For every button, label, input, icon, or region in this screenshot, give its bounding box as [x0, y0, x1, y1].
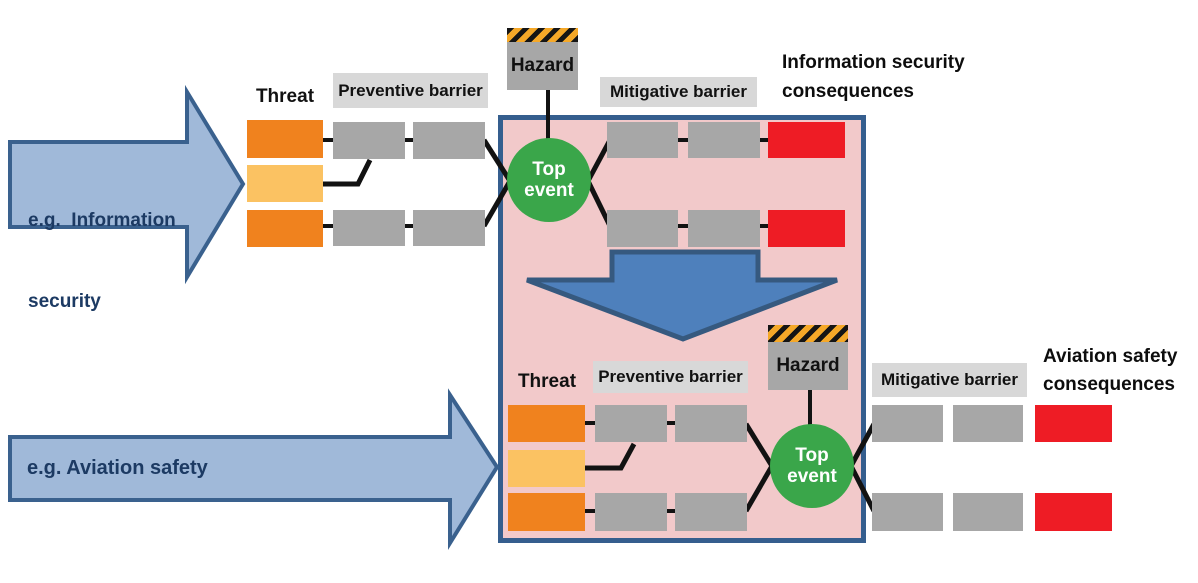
threat-box: [508, 405, 585, 442]
threat-box: [247, 210, 323, 247]
threat-box: [247, 120, 323, 158]
preventive-barrier-box: [595, 405, 667, 442]
threat-box: [508, 493, 585, 531]
threat-box: [508, 450, 585, 487]
mitigative-barrier-label: Mitigative barrier: [872, 363, 1027, 397]
mitigative-barrier-box: [953, 493, 1023, 531]
right-arrow-icon: [8, 84, 246, 285]
preventive-barrier-box: [595, 493, 667, 531]
mitigative-barrier-box: [688, 122, 760, 158]
diagonal-line: [743, 464, 775, 513]
top-event-line1: Top: [532, 159, 566, 180]
consequences-title: Information security consequences: [782, 48, 1012, 106]
consequence-box: [1035, 405, 1112, 442]
diagonal-line: [481, 138, 513, 183]
preventive-barrier-label: Preventive barrier: [593, 361, 748, 393]
hazard-box: Hazard: [507, 42, 578, 90]
hazard-box: Hazard: [768, 342, 848, 390]
mitigative-barrier-box: [953, 405, 1023, 442]
info-arrow-label: e.g. Information security: [28, 153, 176, 369]
consequences-title: Aviation safety consequences: [1043, 343, 1198, 399]
diagonal-line: [585, 179, 613, 228]
mitigative-barrier-box: [872, 405, 943, 442]
diagonal-line: [481, 179, 513, 228]
preventive-barrier-box: [333, 122, 405, 159]
consequences-title-line2: consequences: [1043, 374, 1175, 395]
mitigative-barrier-box: [607, 210, 678, 247]
top-event-circle: Top event: [770, 424, 854, 508]
consequence-box: [1035, 493, 1112, 531]
consequence-box: [768, 122, 845, 158]
diagonal-line: [848, 422, 877, 468]
hazard-tape-icon: [507, 28, 578, 42]
consequences-title-line1: Aviation safety: [1043, 346, 1178, 367]
top-event-circle: Top event: [507, 138, 591, 222]
consequences-title-line2: consequences: [782, 81, 914, 102]
preventive-barrier-box: [333, 210, 405, 246]
consequence-box: [768, 210, 845, 247]
hazard-tape-icon: [768, 325, 848, 342]
mitigative-barrier-box: [607, 122, 678, 158]
diagonal-line: [848, 464, 877, 513]
right-arrow-icon: [8, 388, 500, 551]
diagonal-line: [743, 422, 775, 468]
top-event-line1: Top: [795, 445, 829, 466]
threat-merge-line: [584, 442, 637, 471]
threat-box: [247, 165, 323, 202]
mitigative-barrier-box: [688, 210, 760, 247]
preventive-barrier-label: Preventive barrier: [333, 73, 488, 108]
diagonal-line: [585, 138, 613, 183]
down-arrow-icon: [526, 249, 838, 342]
info-arrow-label-line2: security: [28, 291, 101, 312]
threat-label: Threat: [255, 86, 315, 107]
aviation-arrow-label: e.g. Aviation safety: [27, 457, 208, 479]
preventive-barrier-box: [413, 210, 485, 246]
consequences-title-line1: Information security: [782, 52, 965, 73]
top-event-line2: event: [787, 466, 837, 487]
mitigative-barrier-box: [872, 493, 943, 531]
preventive-barrier-box: [675, 405, 747, 442]
mitigative-barrier-label: Mitigative barrier: [600, 77, 757, 107]
threat-merge-line: [322, 158, 373, 187]
preventive-barrier-box: [413, 122, 485, 159]
info-arrow-label-line1: e.g. Information: [28, 210, 176, 231]
top-event-line2: event: [524, 180, 574, 201]
threat-label: Threat: [517, 371, 577, 392]
preventive-barrier-box: [675, 493, 747, 531]
